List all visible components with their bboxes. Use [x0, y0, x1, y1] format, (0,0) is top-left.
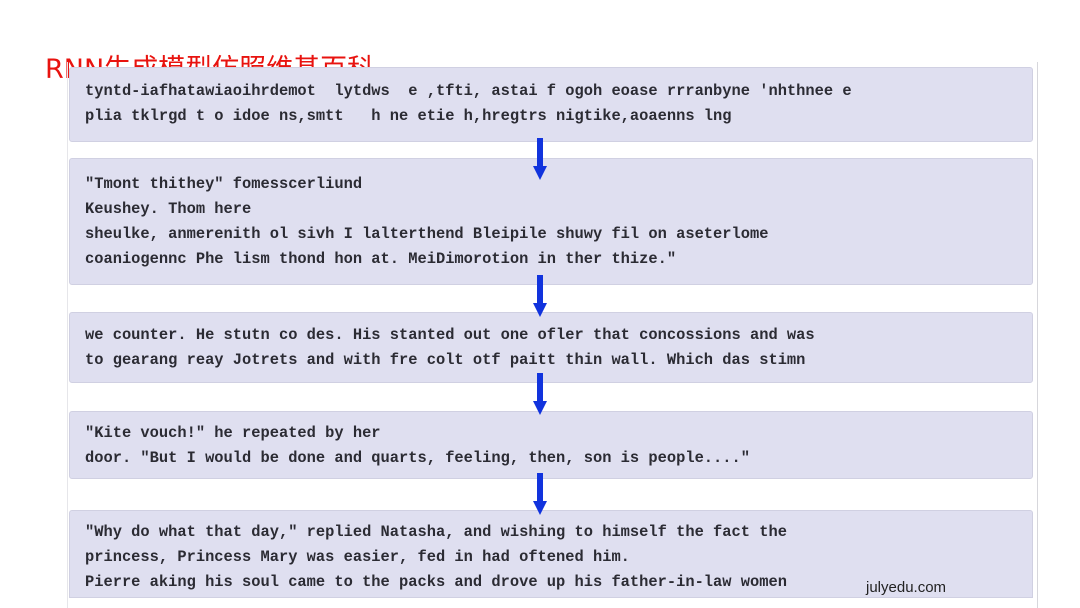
- arrow-down-icon: [533, 138, 547, 180]
- sample-line: Keushey. Thom here: [85, 200, 252, 218]
- sample-box-4: "Kite vouch!" he repeated by her door. "…: [69, 411, 1033, 479]
- sample-line: sheulke, anmerenith ol sivh I lalterthen…: [85, 225, 769, 243]
- arrow-down-icon: [533, 473, 547, 515]
- sample-box-5: "Why do what that day," replied Natasha,…: [69, 510, 1033, 598]
- watermark: julyedu.com: [866, 579, 947, 596]
- sample-line: to gearang reay Jotrets and with fre col…: [85, 351, 806, 369]
- arrow-down-icon: [533, 275, 547, 317]
- sample-line: Pierre aking his soul came to the packs …: [85, 573, 787, 591]
- frame-left-border: [67, 62, 68, 608]
- sample-line: "Why do what that day," replied Natasha,…: [85, 523, 787, 541]
- sample-box-3: we counter. He stutn co des. His stanted…: [69, 312, 1033, 383]
- sample-box-1: tyntd-iafhatawiaoihrdemot lytdws e ,tfti…: [69, 67, 1033, 142]
- sample-line: coaniogennc Phe lism thond hon at. MeiDi…: [85, 250, 677, 268]
- arrow-down-icon: [533, 373, 547, 415]
- sample-box-2: "Tmont thithey" fomesscerliund Keushey. …: [69, 158, 1033, 285]
- sample-line: door. "But I would be done and quarts, f…: [85, 449, 750, 467]
- frame-right-border: [1037, 62, 1038, 608]
- sample-line: "Tmont thithey" fomesscerliund: [85, 175, 363, 193]
- sample-line: tyntd-iafhatawiaoihrdemot lytdws e ,tfti…: [85, 82, 852, 100]
- sample-line: princess, Princess Mary was easier, fed …: [85, 548, 630, 566]
- sample-line: we counter. He stutn co des. His stanted…: [85, 326, 815, 344]
- sample-line: "Kite vouch!" he repeated by her: [85, 424, 381, 442]
- sample-line: plia tklrgd t o idoe ns,smtt h ne etie h…: [85, 107, 732, 125]
